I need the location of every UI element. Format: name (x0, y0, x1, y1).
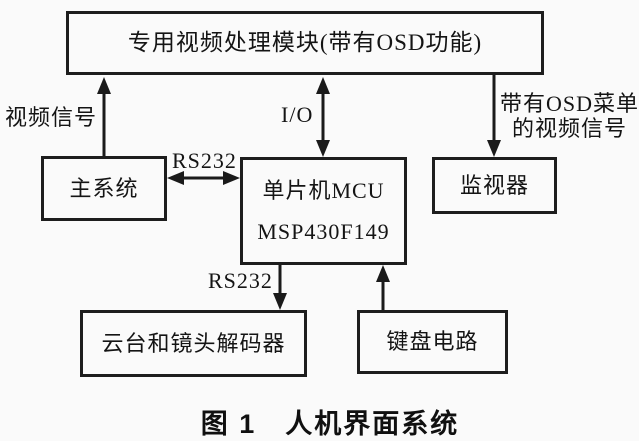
osd-label-line2: 的视频信号 (511, 116, 627, 141)
osd-video-arrow (487, 75, 501, 157)
rs232-down-arrow (273, 265, 287, 310)
main-system-label: 主系统 (69, 175, 139, 201)
osd-video-signal-label: 带有OSD菜单 的视频信号 (500, 91, 639, 141)
keyboard-label: 键盘电路 (386, 329, 479, 355)
mcu-box: 单片机MCU MSP430F149 (240, 157, 407, 265)
mcu-part-number-label: MSP430F149 (257, 218, 390, 244)
video-module-label: 专用视频处理模块(带有OSD功能) (127, 29, 483, 55)
rs232-top-label: RS232 (172, 148, 237, 173)
figure-caption: 图 1 人机界面系统 (200, 409, 460, 439)
monitor-box: 监视器 (432, 157, 557, 214)
monitor-label: 监视器 (459, 172, 529, 198)
decoder-label: 云台和镜头解码器 (101, 330, 286, 356)
decoder-box: 云台和镜头解码器 (80, 310, 307, 377)
rs232-bottom-label: RS232 (208, 268, 273, 293)
main-system-box: 主系统 (41, 156, 167, 221)
keyboard-box: 键盘电路 (357, 310, 508, 374)
video-module-box: 专用视频处理模块(带有OSD功能) (66, 11, 544, 75)
video-signal-label: 视频信号 (5, 105, 98, 130)
rs232-double-arrow (167, 171, 240, 185)
mcu-name-label: 单片机MCU (262, 178, 385, 204)
video-signal-arrow (97, 77, 111, 156)
keyboard-arrow (376, 265, 390, 310)
io-label: I/O (281, 102, 314, 127)
io-double-arrow (316, 77, 330, 157)
osd-label-line1: 带有OSD菜单 (500, 91, 639, 116)
